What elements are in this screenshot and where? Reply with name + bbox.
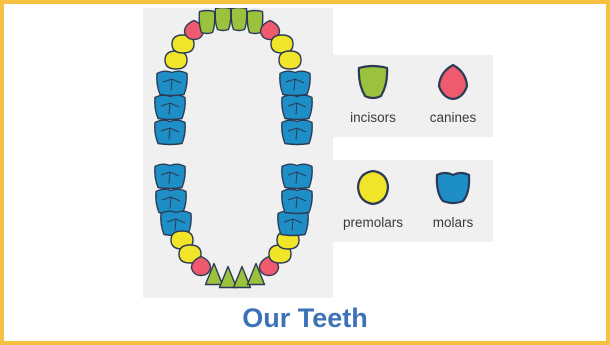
- legend-label-incisors: incisors: [333, 110, 413, 125]
- teeth-arch-diagram: [143, 8, 333, 298]
- incisor-tooth-icon: [353, 62, 393, 102]
- premolar-tooth-icon: [353, 167, 393, 207]
- upper-premolar-tooth-4: [165, 51, 187, 69]
- diagram-title: Our Teeth: [0, 303, 610, 334]
- upper-incisor-tooth-7: [199, 11, 215, 34]
- legend-box-top: incisors canines: [333, 55, 493, 137]
- upper-incisor-tooth-8: [215, 8, 231, 31]
- legend-label-premolars: premolars: [333, 215, 413, 230]
- canine-tooth-icon: [433, 62, 473, 102]
- legend-label-canines: canines: [413, 110, 493, 125]
- legend-item-premolars: premolars: [333, 160, 413, 242]
- legend-item-molars: molars: [413, 160, 493, 242]
- premolar-shape: [358, 171, 388, 204]
- upper-incisor-tooth-9: [231, 8, 247, 31]
- lower-incisor-tooth-8: [220, 267, 237, 288]
- legend-label-molars: molars: [413, 215, 493, 230]
- legend-item-canines: canines: [413, 55, 493, 137]
- molar-tooth-icon: [433, 167, 473, 207]
- upper-premolar-tooth-13: [279, 51, 301, 69]
- legend-item-incisors: incisors: [333, 55, 413, 137]
- canine-shape: [439, 65, 467, 99]
- molar-shape: [437, 173, 469, 203]
- incisor-shape: [359, 66, 387, 98]
- upper-premolar-tooth-12: [271, 35, 293, 53]
- legend-box-bottom: premolars molars: [333, 160, 493, 242]
